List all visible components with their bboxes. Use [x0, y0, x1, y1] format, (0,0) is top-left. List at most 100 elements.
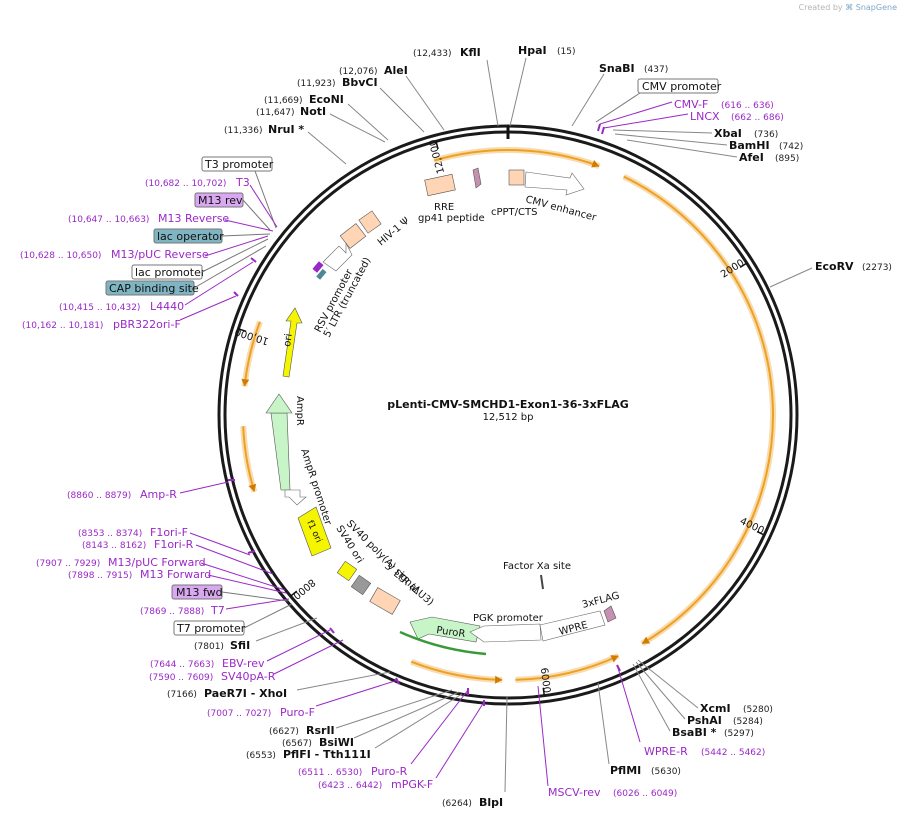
wpre-arrow — [539, 610, 606, 642]
primer-name: M13/pUC Forward — [108, 556, 206, 569]
enzyme-bsabi[interactable]: BsaBI *(5297) — [632, 663, 754, 739]
feature-factor-xa[interactable]: Factor Xa site — [503, 561, 571, 590]
primer-ebv-rev[interactable]: (7644 .. 7663) EBV-rev — [150, 629, 331, 670]
leader — [179, 481, 229, 494]
feature-pgk-promoter[interactable]: PGK promoter — [469, 613, 544, 643]
m13-fwd-box[interactable]: M13 fwd — [171, 584, 289, 602]
primer-puro-f[interactable]: (7007 .. 7027)Puro-F — [207, 679, 399, 719]
primer-t7[interactable]: (7869 .. 7888)T7 — [140, 598, 290, 617]
primer-name: Puro-F — [280, 706, 315, 719]
primer-name: LNCX — [690, 110, 720, 123]
primer-name: EBV-rev — [222, 657, 265, 670]
tick — [616, 664, 621, 672]
enzyme-xbai[interactable]: XbaI(736) — [612, 127, 778, 140]
enzyme-pos: (6553) — [246, 751, 276, 761]
primer-sv40pa-r[interactable]: (7590 .. 7609)SV40pA-R — [149, 639, 344, 683]
lac-promoter-box[interactable]: lac promoter — [131, 238, 269, 280]
enzyme-pshai[interactable]: PshAI(5284) — [635, 661, 763, 727]
ruler-tick-label: 8000 — [290, 576, 317, 601]
primer-mpgk-f[interactable]: (6423 .. 6442)mPGK-F — [318, 701, 485, 791]
primer-m13puc-forward[interactable]: (7907 .. 7929)M13/pUC Forward — [36, 556, 286, 591]
primer-name: M13 Reverse — [158, 212, 229, 225]
primer-mscv-rev[interactable]: MSCV-rev(6026 .. 6049) — [537, 685, 677, 799]
enzyme-sfii[interactable]: (7801)SfiI — [194, 617, 318, 652]
enzyme-nrui[interactable]: (11,336)NruI * — [224, 123, 347, 165]
t3-promoter-box[interactable]: T3 promoter — [201, 156, 277, 229]
orf-arc-halo — [240, 426, 258, 493]
primer-pos: (7644 .. 7663) — [150, 660, 214, 670]
enzyme-hpai[interactable]: HpaI(15) — [509, 44, 575, 127]
orf-arc-arrowhead — [591, 160, 600, 168]
enzyme-name: PaeR7I - XhoI — [204, 687, 287, 700]
feature-ori[interactable]: ori — [282, 307, 303, 378]
feature-rre[interactable]: RRE — [424, 173, 456, 213]
feature-cppt[interactable]: cPPT/CTS — [491, 169, 537, 218]
enzyme-afei[interactable]: AfeI(895) — [626, 139, 799, 164]
enzyme-pos: (11,647) — [256, 108, 295, 118]
lac-operator-box[interactable]: lac operator — [153, 228, 271, 244]
leader — [273, 639, 344, 675]
enzyme-paer7i[interactable]: (7166)PaeR7I - XhoI — [167, 671, 391, 700]
enzyme-name: PflFI - Tth111I — [283, 748, 371, 761]
enzyme-snabi[interactable]: SnaBI(437) — [571, 62, 668, 127]
primer-cmv-f[interactable]: CMV-F(616 .. 636) — [599, 98, 774, 125]
feature-puror[interactable]: PuroR — [409, 616, 481, 643]
feature-wpre[interactable]: WPRE — [539, 610, 606, 642]
feature-f1-ori[interactable]: f1 ori — [297, 506, 332, 557]
orf-arc-arrowhead — [495, 675, 503, 684]
primer-name: pBR322ori-F — [113, 318, 181, 331]
enzyme-pos: (12,076) — [339, 67, 378, 77]
primer-puro-r[interactable]: (6511 .. 6530)Puro-R — [298, 689, 469, 778]
cmv-promoter-box[interactable]: CMV promoter — [595, 78, 722, 123]
enzyme-bamhi[interactable]: BamHI(742) — [614, 133, 803, 152]
enzyme-blpi[interactable]: (6264)BlpI — [442, 696, 508, 809]
primer-name: MSCV-rev — [548, 786, 601, 799]
enzyme-bsiwi[interactable]: (6567)BsiWI — [282, 691, 460, 749]
leader — [307, 131, 347, 165]
primer-name: F1ori-R — [154, 538, 194, 551]
cap-binding-box[interactable]: CAP binding site — [105, 245, 267, 296]
leader — [626, 139, 738, 158]
feature-gp41[interactable]: gp41 peptide — [418, 167, 485, 224]
enzyme-xcmi[interactable]: XcmI(5280) — [637, 659, 773, 715]
enzyme-econi[interactable]: (11,669)EcoNI — [264, 93, 389, 141]
enzyme-ecorv[interactable]: EcoRV(2273) — [769, 260, 892, 288]
primer-pos: (5442 .. 5462) — [701, 748, 765, 758]
enzyme-rsrii[interactable]: (6627)RsrII — [269, 689, 453, 737]
primer-m13puc-reverse[interactable]: (10,628 .. 10,650)M13/pUC Reverse — [20, 235, 269, 261]
leader — [635, 661, 686, 720]
enzyme-name: SnaBI — [599, 62, 635, 75]
cluster-teal — [316, 268, 327, 280]
primer-pbr322ori-f[interactable]: (10,162 .. 10,181)pBR322ori-F — [22, 295, 237, 331]
enzyme-pos: (6567) — [282, 739, 312, 749]
primer-f1ori-f[interactable]: (8353 .. 8374)F1ori-F — [78, 526, 251, 556]
lac-operator-leader — [221, 233, 271, 237]
hiv-psi-label: HIV-1 Ψ — [376, 216, 412, 249]
enzyme-noti[interactable]: (11,647)NotI — [256, 105, 386, 143]
enzyme-alei[interactable]: (12,076)AleI — [339, 64, 445, 131]
leader — [537, 685, 549, 787]
primer-m13-forward[interactable]: (7898 .. 7915)M13 Forward — [68, 568, 287, 594]
enzyme-name: EcoRV — [815, 260, 854, 273]
pgk-promoter-label: PGK promoter — [473, 613, 544, 624]
t7-promoter-box[interactable]: T7 promoter — [173, 603, 293, 636]
primer-amp-r[interactable]: (8860 .. 8879)Amp-R — [67, 481, 229, 501]
primer-lncx[interactable]: LNCX(662 .. 686) — [603, 110, 784, 129]
enzyme-pflfi[interactable]: (6553) PflFI - Tth111I — [246, 693, 463, 761]
feature-hiv-psi[interactable]: HIV-1 Ψ — [358, 210, 412, 249]
enzyme-name: BamHI — [729, 139, 770, 152]
leader — [769, 267, 813, 288]
primer-wpre-r[interactable]: WPRE-R(5442 .. 5462) — [617, 667, 765, 758]
m13-rev-box[interactable]: M13 rev — [194, 192, 271, 231]
leader — [637, 659, 699, 709]
primer-f1ori-r[interactable]: (8143 .. 8162)F1ori-R — [82, 538, 274, 575]
tick — [597, 123, 601, 132]
enzyme-kfli[interactable]: (12,433)KflI — [413, 46, 499, 127]
primer-l4440[interactable]: (10,415 .. 10,432)L4440 — [59, 261, 254, 313]
primer-t3[interactable]: (10,682 .. 10,702)T3 — [145, 176, 278, 228]
enzyme-pflmi[interactable]: PflMI(5630) — [597, 682, 681, 777]
leader — [410, 689, 469, 765]
primer-m13-reverse[interactable]: (10,647 .. 10,663)M13 Reverse — [68, 212, 274, 232]
enzyme-bbvci[interactable]: (11,923)BbvCI — [297, 76, 425, 133]
feature-ampr[interactable]: AmpR — [265, 393, 305, 491]
